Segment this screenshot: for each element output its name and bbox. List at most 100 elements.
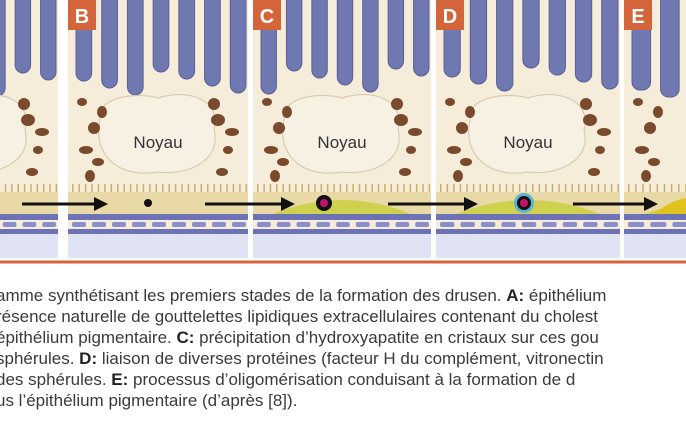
basal-infolding bbox=[136, 184, 138, 194]
melanin-granule bbox=[453, 170, 463, 182]
basal-infolding bbox=[663, 184, 666, 194]
caption-line: épithélium pigmentaire. C: précipitation… bbox=[0, 328, 599, 348]
oligomer-deposit bbox=[654, 198, 686, 214]
melanin-granule bbox=[595, 146, 605, 154]
basal-infolding bbox=[84, 184, 87, 194]
basal-infolding bbox=[492, 184, 495, 194]
melanin-granule bbox=[644, 122, 656, 134]
basal-infolding bbox=[428, 184, 431, 194]
basal-infolding bbox=[4, 184, 7, 194]
basal-infolding bbox=[149, 184, 151, 194]
caption-line: des sphérules. E: processus d’oligoméris… bbox=[0, 370, 575, 390]
basal-infolding bbox=[263, 184, 265, 194]
choroid-layer bbox=[0, 234, 58, 258]
basal-infolding bbox=[187, 184, 190, 194]
melanin-granule bbox=[225, 128, 239, 136]
photoreceptor-segment bbox=[152, 0, 170, 73]
basal-infolding bbox=[333, 184, 335, 194]
basal-infolding bbox=[564, 184, 567, 194]
hydroxyapatite-core bbox=[520, 199, 528, 207]
collagen-fiber bbox=[132, 222, 146, 227]
melanin-granule bbox=[406, 146, 416, 154]
collagen-fiber bbox=[583, 222, 598, 227]
basal-infolding bbox=[181, 184, 183, 194]
collagen-fiber bbox=[542, 222, 557, 227]
melanin-granule bbox=[33, 146, 43, 154]
basal-infolding bbox=[466, 184, 468, 194]
melanin-granule bbox=[216, 168, 228, 176]
melanin-granule bbox=[580, 98, 592, 110]
melanin-granule bbox=[648, 158, 660, 166]
bruch-membrane-bottom bbox=[436, 229, 620, 234]
collagen-fiber bbox=[521, 222, 537, 227]
panel-letter: E bbox=[631, 6, 644, 28]
bruch-membrane-top bbox=[624, 214, 686, 220]
melanin-granule bbox=[447, 146, 461, 154]
basal-infolding bbox=[518, 184, 521, 194]
collagen-fiber bbox=[212, 222, 226, 227]
collagen-fiber bbox=[152, 222, 166, 227]
photoreceptor-segment bbox=[311, 0, 328, 79]
panel-letter: D bbox=[443, 6, 457, 28]
cell-nucleus bbox=[468, 94, 586, 174]
melanin-granule bbox=[456, 122, 468, 134]
basal-infolding bbox=[571, 184, 573, 194]
basal-infolding bbox=[422, 184, 424, 194]
bruch-membrane-top bbox=[253, 214, 431, 220]
caption-text: épithélium pigmentaire. bbox=[0, 328, 177, 347]
cell-nucleus bbox=[98, 94, 216, 174]
basal-infolding bbox=[479, 184, 481, 194]
basal-infolding bbox=[23, 184, 26, 194]
basal-infolding bbox=[610, 184, 613, 194]
basal-infolding bbox=[670, 184, 673, 194]
melanin-granule bbox=[92, 158, 104, 166]
basal-infolding bbox=[17, 184, 19, 194]
basal-infolding bbox=[440, 184, 442, 194]
basal-infolding bbox=[288, 184, 291, 194]
melanin-granule bbox=[85, 170, 95, 182]
basal-infolding bbox=[628, 184, 630, 194]
basal-infolding bbox=[301, 184, 303, 194]
caption-text: résence naturelle de gouttelettes lipidi… bbox=[0, 307, 598, 326]
melanin-granule bbox=[391, 98, 403, 110]
basal-infolding bbox=[678, 184, 680, 194]
melanin-granule bbox=[273, 122, 285, 134]
melanin-granule bbox=[35, 128, 49, 136]
basal-infolding bbox=[597, 184, 600, 194]
melanin-granule bbox=[408, 128, 422, 136]
basal-infolding bbox=[403, 184, 405, 194]
basal-infolding bbox=[282, 184, 284, 194]
collagen-fiber bbox=[603, 222, 618, 227]
basal-infolding bbox=[499, 184, 501, 194]
basal-infolding bbox=[415, 184, 418, 194]
basal-infolding bbox=[591, 184, 593, 194]
panel-E: NoyauE bbox=[624, 0, 686, 258]
basal-infolding bbox=[525, 184, 527, 194]
basal-infolding bbox=[320, 184, 323, 194]
panels-group: NoyauBNoyauCNoyauDNoyauE bbox=[0, 0, 686, 258]
caption-panel-ref: E: bbox=[111, 370, 129, 389]
photoreceptor-segment bbox=[14, 0, 32, 74]
basal-infolding bbox=[532, 184, 534, 194]
caption-text: précipitation d’hydroxyapatite en crista… bbox=[194, 328, 599, 347]
basal-infolding bbox=[604, 184, 606, 194]
collagen-fiber bbox=[460, 222, 475, 227]
collagen-fiber bbox=[562, 222, 578, 227]
basal-infolding bbox=[377, 184, 380, 194]
basal-infolding bbox=[117, 184, 119, 194]
basal-infolding bbox=[219, 184, 222, 194]
collagen-fiber bbox=[628, 222, 645, 227]
collagen-fiber bbox=[316, 222, 331, 227]
basal-infolding bbox=[97, 184, 100, 194]
basal-infolding bbox=[635, 184, 637, 194]
basal-infolding bbox=[155, 184, 158, 194]
basal-infolding bbox=[352, 184, 354, 194]
collagen-fiber bbox=[257, 222, 271, 227]
bruch-membrane-top bbox=[0, 214, 58, 220]
basal-infolding bbox=[384, 184, 386, 194]
basal-infolding bbox=[55, 184, 58, 194]
photoreceptor-segment bbox=[362, 0, 379, 93]
bruch-membrane-bottom bbox=[624, 229, 686, 234]
